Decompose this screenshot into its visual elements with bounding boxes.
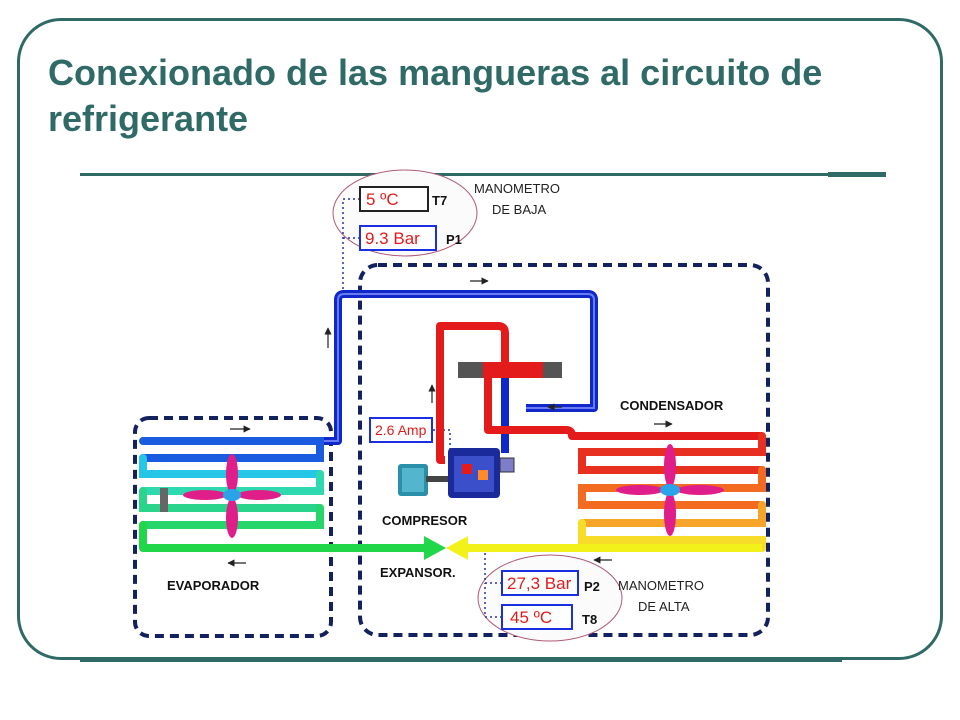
high-gauge-label-line2: DE ALTA	[638, 599, 690, 614]
low-gauge-label-line2: DE BAJA	[492, 202, 547, 217]
suction-to-compressor	[501, 368, 522, 453]
low-temp-display	[359, 186, 429, 212]
high-temp-display	[501, 604, 573, 630]
low-pressure-value: 9.3 Bar	[365, 229, 420, 248]
high-pressure-tag: P2	[584, 579, 600, 594]
low-temp-value: 5 ºC	[366, 190, 399, 209]
high-temp-tag: T8	[582, 612, 597, 627]
compressor-label: COMPRESOR	[382, 513, 468, 528]
discharge-line-2	[484, 378, 762, 440]
flow-arrows	[227, 277, 673, 567]
evaporator-fan	[160, 454, 281, 538]
compressor-current-display	[369, 417, 433, 443]
high-pressure-value: 27,3 Bar	[507, 574, 572, 593]
high-temp-value: 45 ºC	[510, 608, 552, 627]
high-gauge-label-line1: MANOMETRO	[618, 578, 704, 593]
condenser-coils	[578, 432, 766, 552]
compressor-current-value: 2.6 Amp	[375, 422, 427, 438]
low-pressure-tag: P1	[446, 232, 462, 247]
expansion-valve	[424, 536, 468, 560]
slide-frame	[17, 18, 943, 660]
high-pressure-display	[501, 570, 579, 596]
slide-title: Conexionado de las mangueras al circuito…	[48, 52, 823, 139]
evaporator-enclosure	[133, 416, 333, 638]
condenser-fan	[616, 444, 724, 536]
low-pressure-display	[359, 225, 437, 251]
evaporator-label: EVAPORADOR	[167, 578, 260, 593]
compressor-icon	[398, 448, 515, 498]
title-divider-accent	[828, 172, 886, 177]
footer-divider	[80, 659, 842, 662]
low-sensor-line	[342, 198, 360, 292]
suction-line-highlight	[143, 293, 595, 442]
expansion-label: EXPANSOR.	[380, 565, 456, 580]
high-sensor-line-2	[484, 583, 502, 618]
low-gauge-label-line1: MANOMETRO	[474, 181, 560, 196]
condenser-label: CONDENSADOR	[620, 398, 724, 413]
low-temp-tag: T7	[432, 193, 447, 208]
discharge-line	[436, 322, 509, 464]
condenser-header-red	[483, 362, 543, 378]
title-divider	[80, 173, 886, 176]
